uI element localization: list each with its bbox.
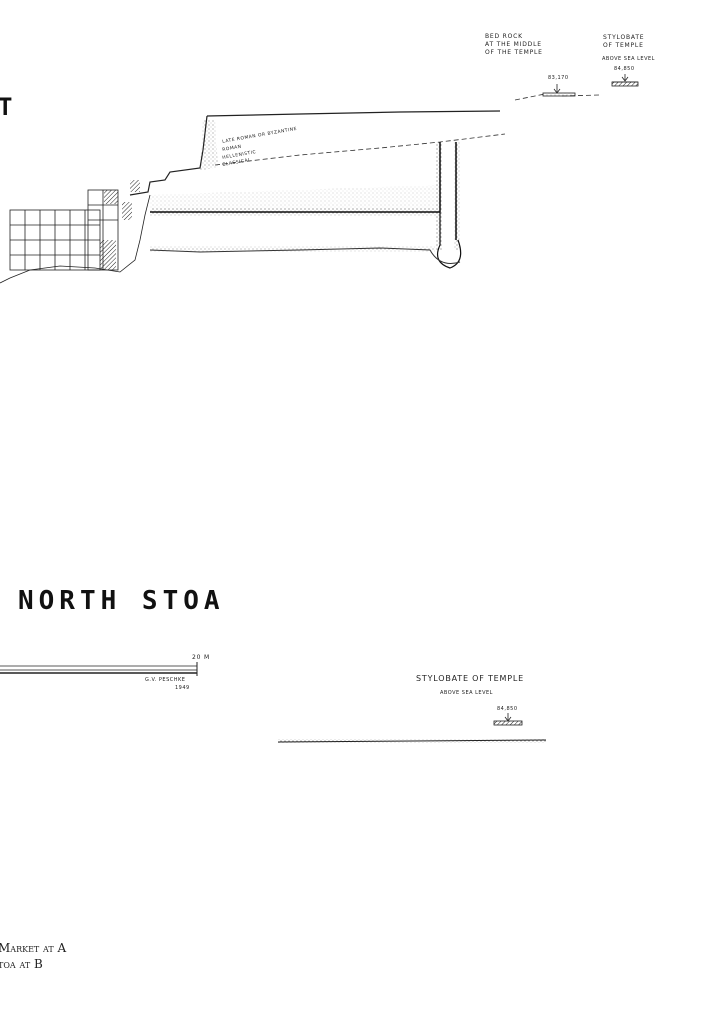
stylobate-label-bottom: STYLOBATE OF TEMPLE bbox=[416, 674, 524, 683]
stylobate-marker-top bbox=[611, 74, 639, 87]
stoa-floor bbox=[149, 208, 461, 264]
strata-dashed-lines bbox=[214, 93, 601, 166]
masonry-hatched-blocks bbox=[100, 180, 140, 270]
bottom-ground-line bbox=[277, 739, 547, 743]
stylobate-elevation-top: 84,850 bbox=[614, 66, 635, 72]
bed-rock-elevation: 83,170 bbox=[548, 75, 569, 81]
stylobate-sub-top: ABOVE SEA LEVEL bbox=[602, 56, 655, 62]
scale-bar bbox=[0, 662, 198, 676]
caption-line-1: Market at A bbox=[0, 941, 67, 955]
bed-rock-label: BED ROCK AT THE MIDDLE OF THE TEMPLE bbox=[485, 33, 543, 56]
year-label: 1949 bbox=[175, 685, 190, 691]
author-label: G.V. PESCHKE bbox=[145, 677, 186, 683]
stylobate-elevation-bottom: 84,850 bbox=[497, 706, 518, 712]
ground-surface-line bbox=[129, 110, 501, 196]
north-stoa-title: NORTH STOA bbox=[18, 586, 225, 616]
strata-fill bbox=[150, 120, 440, 214]
stylobate-marker-bottom bbox=[493, 713, 523, 726]
stylobate-label-top: STYLOBATE OF TEMPLE bbox=[603, 34, 645, 49]
vertical-wall bbox=[436, 142, 462, 269]
bed-rock-marker bbox=[542, 84, 576, 97]
title-fragment: T bbox=[0, 93, 18, 121]
caption-line-2: toa at B bbox=[0, 957, 43, 971]
stylobate-sub-bottom: ABOVE SEA LEVEL bbox=[440, 690, 493, 696]
scale-label: 20 M bbox=[192, 654, 210, 661]
